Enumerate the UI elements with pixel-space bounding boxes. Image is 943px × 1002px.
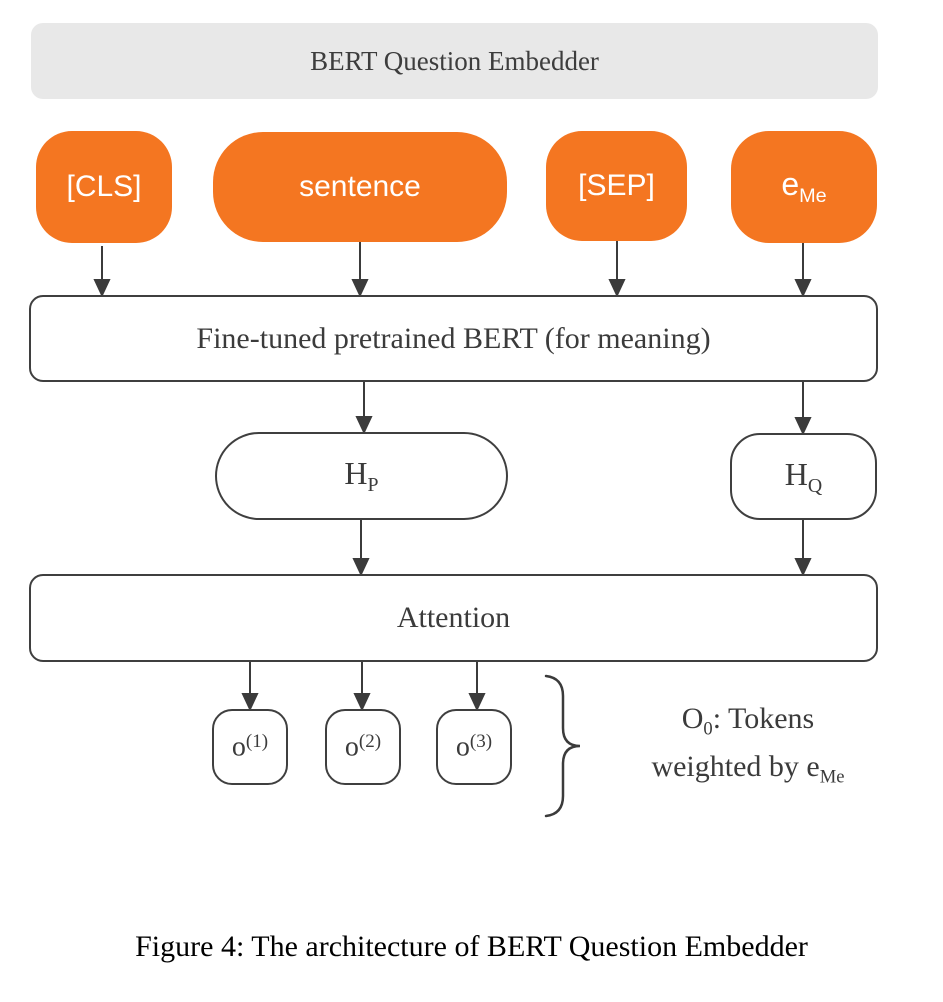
output-1-label: o(1): [231, 730, 269, 763]
curly-brace: [544, 674, 581, 818]
brace-annotation: O0: Tokens weighted by eMe: [598, 700, 898, 795]
output-box-1: o(1): [212, 709, 288, 785]
token-eme: eMe: [731, 131, 877, 243]
diagram-title: BERT Question Embedder: [310, 45, 599, 76]
hq-box: HQ: [730, 433, 877, 520]
output-box-3: o(3): [436, 709, 512, 785]
token-sep-label: [SEP]: [578, 169, 655, 202]
bert-box: Fine-tuned pretrained BERT (for meaning): [29, 295, 878, 382]
attention-label: Attention: [396, 601, 511, 634]
token-sentence: sentence: [213, 132, 507, 242]
token-eme-label: eMe: [781, 166, 827, 207]
diagram-title-box: BERT Question Embedder: [31, 23, 878, 99]
output-box-2: o(2): [325, 709, 401, 785]
hq-label: HQ: [784, 455, 823, 497]
figure-caption: Figure 4: The architecture of BERT Quest…: [135, 930, 808, 963]
hp-box: HP: [215, 432, 508, 520]
bert-box-label: Fine-tuned pretrained BERT (for meaning): [196, 321, 711, 355]
output-3-label: o(3): [455, 730, 493, 763]
hp-label: HP: [344, 455, 379, 496]
token-sentence-label: sentence: [299, 170, 421, 203]
token-sep: [SEP]: [546, 131, 687, 241]
token-cls-label: [CLS]: [66, 170, 142, 203]
annotation-line2: weighted by eMe: [651, 749, 845, 788]
output-2-label: o(2): [344, 730, 382, 763]
annotation-line1: O0: Tokens: [681, 702, 815, 740]
attention-box: Attention: [29, 574, 878, 662]
token-cls: [CLS]: [36, 131, 172, 243]
